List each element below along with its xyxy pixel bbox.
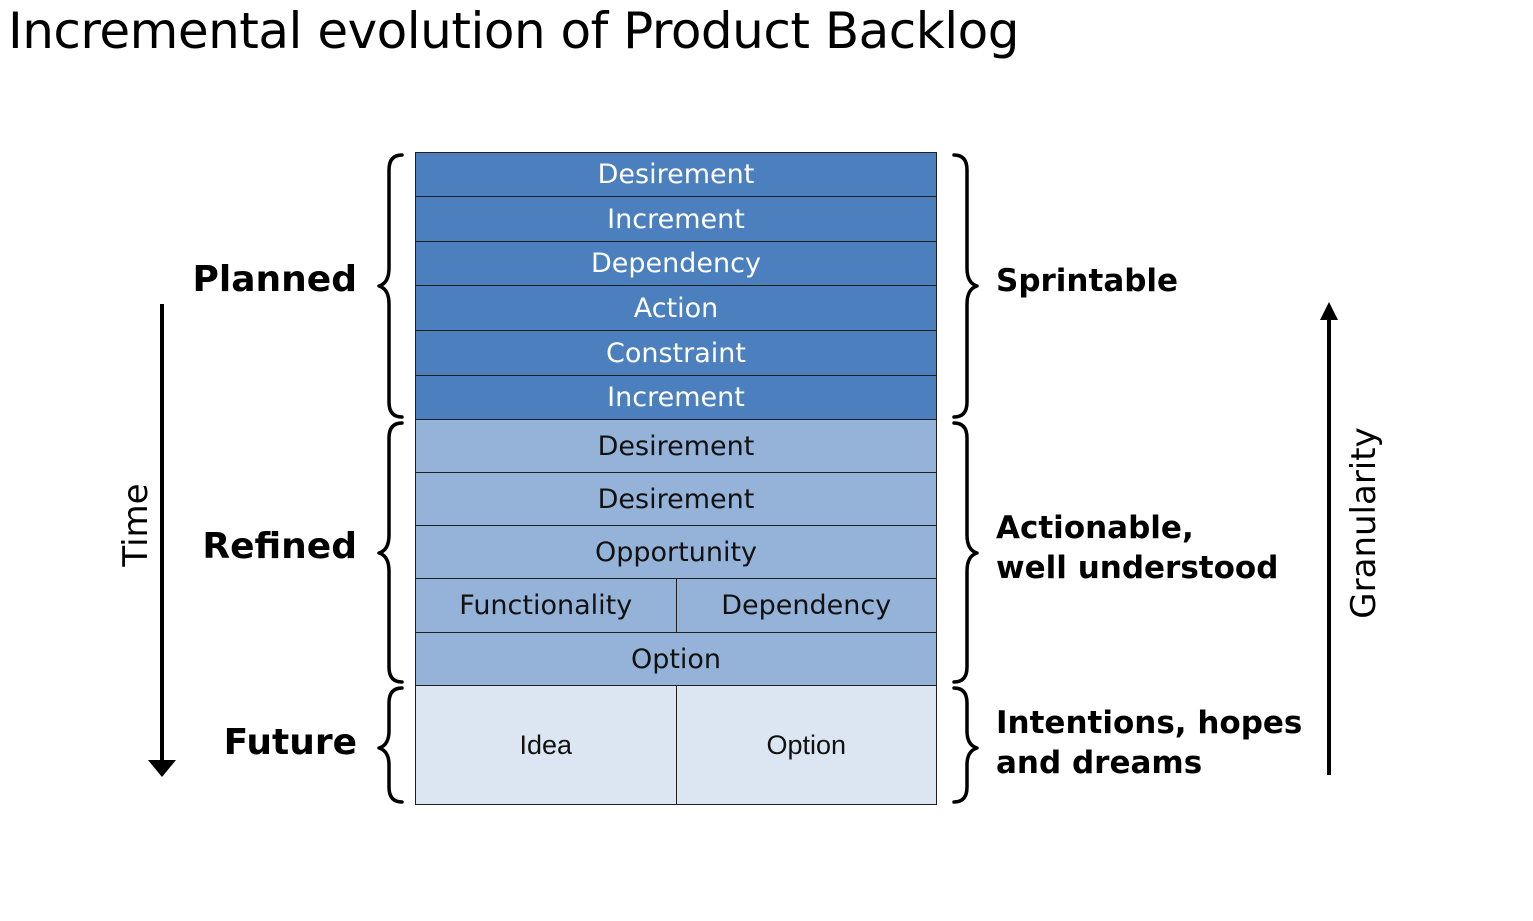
backlog-row: Idea Option [415,686,937,805]
left-brace-planned [377,153,404,419]
backlog-row: Desirement [415,473,937,526]
backlog-item: Dependency [416,242,936,285]
backlog-item: Opportunity [416,526,936,578]
backlog-item: Increment [416,376,936,419]
left-brace-future [377,686,404,804]
granularity-arrow-head [1320,302,1338,320]
backlog-row: Functionality Dependency [415,579,937,633]
group-label-planned: Planned [192,259,357,300]
time-arrow-head [148,760,176,777]
group-description-future-line1: Intentions, hopes [996,705,1303,741]
backlog-item: Desirement [416,420,936,472]
backlog-row: Increment [415,376,937,420]
group-description-refined-line2: well understood [996,550,1279,586]
backlog-row: Increment [415,197,937,242]
backlog-item: Functionality [416,579,676,632]
left-brace-refined [377,421,404,684]
group-label-refined: Refined [202,526,357,567]
backlog-row: Constraint [415,331,937,376]
backlog-item: Action [416,286,936,330]
backlog-row: Option [415,633,937,686]
backlog-item: Idea [416,686,676,804]
backlog-item: Desirement [416,473,936,525]
right-brace-planned [952,153,979,419]
backlog-row: Dependency [415,242,937,286]
group-description-future-line2: and dreams [996,745,1203,781]
backlog-row: Desirement [415,152,937,197]
backlog-row: Action [415,286,937,331]
backlog-item: Option [675,686,936,804]
granularity-axis-label: Granularity [1344,427,1384,619]
backlog-item: Option [416,633,936,685]
backlog-row: Opportunity [415,526,937,579]
backlog-item: Constraint [416,331,936,375]
right-brace-future [952,686,979,804]
backlog-stack: Desirement Increment Dependency Action C… [415,152,937,805]
backlog-item: Increment [416,197,936,241]
group-label-future: Future [223,722,357,763]
backlog-item: Desirement [416,153,936,196]
group-description-planned: Sprintable [996,263,1179,299]
right-brace-refined [952,421,979,684]
group-description-refined-line1: Actionable, [996,510,1194,546]
backlog-row: Desirement [415,420,937,473]
page-title: Incremental evolution of Product Backlog [8,2,1019,60]
time-axis-label: Time [116,483,156,567]
backlog-item: Dependency [675,579,936,632]
